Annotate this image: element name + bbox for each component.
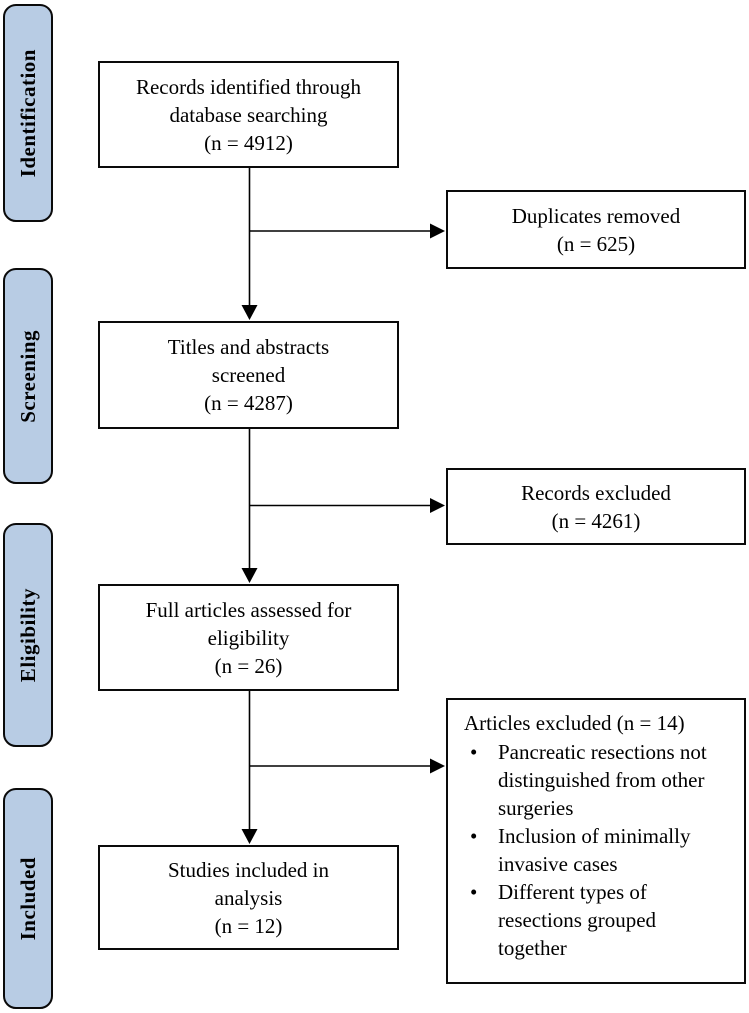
stage-label-eligibility: Eligibility [3, 523, 53, 747]
flow-box-line: eligibility [207, 625, 290, 650]
side-box-line: Duplicates removed [511, 203, 681, 228]
flow-box-full-articles-assessed: Full articles assessed for eligibility (… [98, 584, 399, 691]
bullet-icon: • [470, 880, 478, 904]
stage-label-text: Eligibility [15, 587, 40, 683]
flow-box-line: Records identified through [135, 74, 362, 99]
arrowhead-down-icon [241, 305, 258, 320]
stage-label-included: Included [3, 788, 53, 1009]
arrowhead-down-icon [241, 829, 258, 844]
excluded-bullet-item: • Inclusion of minimally invasive cases [464, 822, 738, 878]
flow-box-line: database searching [169, 102, 328, 127]
stage-label-screening: Screening [3, 268, 53, 484]
excluded-box-title: Articles excluded (n = 14) [464, 711, 685, 735]
bullet-icon: • [470, 824, 478, 848]
stage-label-text: Included [15, 856, 40, 941]
stage-label-identification: Identification [3, 4, 53, 222]
flow-box-line: Full articles assessed for [145, 597, 352, 622]
flow-box-count: (n = 4287) [204, 391, 293, 415]
flow-box-line: analysis [214, 885, 283, 910]
arrowhead-right-icon [430, 498, 445, 513]
flow-box-line: Studies included in [168, 857, 329, 882]
side-box-count: (n = 4261) [551, 508, 641, 533]
side-box-articles-excluded: Articles excluded (n = 14) • Pancreatic … [446, 698, 746, 984]
side-box-duplicates-removed: Duplicates removed (n = 625) [446, 190, 746, 269]
excluded-bullet-text: Different types of resections grouped to… [498, 880, 657, 960]
stage-label-text: Screening [15, 329, 40, 423]
excluded-bullet-item: • Different types of resections grouped … [464, 878, 738, 962]
stage-label-text: Identification [15, 48, 40, 178]
flow-box-count: (n = 26) [214, 653, 283, 678]
flow-box-records-identified: Records identified through database sear… [98, 61, 399, 168]
bullet-icon: • [470, 740, 478, 764]
flow-box-line: screened [211, 363, 286, 387]
flow-box-studies-included: Studies included in analysis (n = 12) [98, 845, 399, 950]
arrowhead-right-icon [430, 758, 445, 774]
flow-box-titles-abstracts-screened: Titles and abstracts screened (n = 4287) [98, 321, 399, 429]
flow-box-count: (n = 12) [214, 913, 283, 938]
flow-box-count: (n = 4912) [204, 130, 293, 155]
arrowhead-right-icon [430, 223, 445, 239]
side-box-records-excluded: Records excluded (n = 4261) [446, 468, 746, 545]
excluded-bullet-text: Inclusion of minimally invasive cases [498, 824, 691, 876]
side-box-count: (n = 625) [556, 231, 636, 256]
arrowhead-down-icon [241, 568, 258, 583]
excluded-bullet-text: Pancreatic resections not distinguished … [498, 740, 707, 820]
excluded-bullet-item: • Pancreatic resections not distinguishe… [464, 738, 738, 822]
flow-box-line: Titles and abstracts [167, 335, 330, 359]
side-box-line: Records excluded [521, 480, 671, 505]
